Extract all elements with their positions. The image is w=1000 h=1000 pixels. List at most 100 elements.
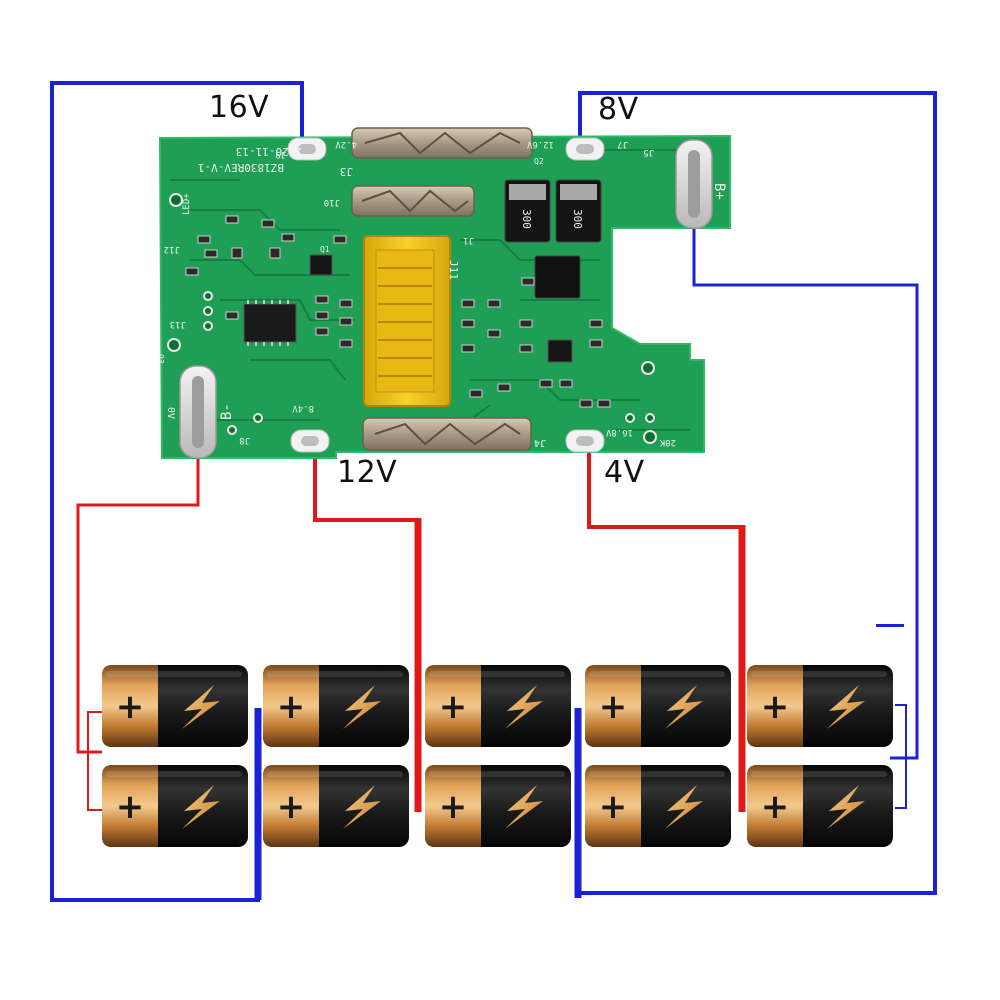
cell-copper-end: [263, 765, 319, 847]
silk-q3: Q3: [156, 354, 165, 364]
cell-plus-symbol: +: [277, 787, 306, 827]
silk-4v2: 4.2V: [335, 139, 357, 149]
ic-small-right: [547, 339, 573, 363]
cell-highlight: [429, 671, 565, 677]
yellow-connector-j11: [363, 235, 451, 407]
cell-copper-end: [425, 765, 481, 847]
cell-highlight: [589, 671, 725, 677]
minus-marker: [876, 624, 904, 627]
cell-plus-symbol: +: [439, 687, 468, 727]
battery-cell: +: [585, 665, 731, 747]
battery-cell: +: [585, 765, 731, 847]
bms-board: 300 300: [156, 127, 731, 459]
mosfet-lower: [534, 255, 581, 299]
cell-highlight: [589, 771, 725, 777]
lightning-bolt-icon: [182, 785, 220, 829]
mosfet-right-mark: 300: [571, 209, 584, 229]
connector-j4-clip: [362, 417, 532, 451]
silk-model: BZ1830REV-V-1: [198, 161, 284, 174]
silk-j10: J10: [324, 197, 340, 207]
cell-highlight: [751, 671, 887, 677]
silk-bminus: B-: [219, 403, 235, 420]
pad-16v: [287, 137, 327, 161]
lightning-bolt-icon: [827, 785, 865, 829]
cell-copper-end: [585, 765, 641, 847]
cell-copper-end: [425, 665, 481, 747]
cell-plus-symbol: +: [116, 787, 145, 827]
red-wire-12v: [313, 448, 418, 522]
silk-q1: Q1: [320, 245, 330, 254]
lightning-bolt-icon: [505, 685, 543, 729]
battery-cell: +: [263, 765, 409, 847]
connector-j10-clip: [351, 185, 475, 217]
cell-highlight: [106, 671, 242, 677]
cell-copper-end: [747, 765, 803, 847]
lightning-bolt-icon: [665, 685, 703, 729]
silk-j12: J12: [164, 244, 180, 254]
battery-cell: +: [102, 765, 248, 847]
silk-j13: J13: [170, 319, 186, 329]
label-4v: 4V: [604, 455, 645, 490]
silk-bplus: B+: [711, 183, 727, 200]
red-wire-bminus: [76, 455, 200, 754]
silk-j4: J4: [534, 437, 546, 448]
battery-cell: +: [263, 665, 409, 747]
battery-cell: +: [425, 765, 571, 847]
cell-highlight: [267, 771, 403, 777]
cell-plus-symbol: +: [761, 787, 790, 827]
label-16v: 16V: [209, 90, 270, 125]
silk-q2: Q2: [534, 157, 544, 166]
cell-parallel-links: [87, 704, 907, 811]
ic-small-left: [309, 254, 333, 276]
mosfet-left: 300: [504, 179, 551, 243]
label-8v: 8V: [598, 92, 639, 127]
lightning-bolt-icon: [665, 785, 703, 829]
cell-plus-symbol: +: [439, 787, 468, 827]
cell-highlight: [429, 771, 565, 777]
silk-j1: J1: [463, 235, 474, 245]
cell-highlight: [106, 771, 242, 777]
cell-plus-symbol: +: [116, 687, 145, 727]
pad-bminus: [179, 365, 217, 459]
lightning-bolt-icon: [505, 785, 543, 829]
pad-8v: [565, 137, 605, 161]
lightning-bolt-icon: [827, 685, 865, 729]
silk-j9: J9: [275, 149, 286, 159]
cell-highlight: [751, 771, 887, 777]
battery-cell: +: [747, 765, 893, 847]
cell-copper-end: [747, 665, 803, 747]
battery-cell: +: [102, 665, 248, 747]
red-wire-4v: [587, 448, 742, 529]
battery-cells: + + + + + + + + + +: [102, 665, 893, 847]
pad-bplus: [675, 139, 713, 229]
silk-j11: J11: [447, 260, 460, 280]
cell-copper-end: [102, 765, 158, 847]
silk-date: 2020-11-13: [236, 145, 302, 158]
pad-4v: [565, 429, 605, 453]
silk-8v4: 8.4V: [292, 403, 314, 413]
silk-12v6: 12.6V: [526, 139, 554, 149]
battery-cell: +: [425, 665, 571, 747]
mosfet-right: 300: [555, 179, 602, 243]
silk-j6: J6: [593, 437, 604, 447]
cell-plus-symbol: +: [599, 787, 628, 827]
mosfet-left-mark: 300: [520, 209, 533, 229]
battery-cell: +: [747, 665, 893, 747]
cell-plus-symbol: +: [761, 687, 790, 727]
cell-plus-symbol: +: [599, 687, 628, 727]
cell-plus-symbol: +: [277, 687, 306, 727]
cell-copper-end: [263, 665, 319, 747]
silk-0v: 0V: [165, 407, 176, 419]
silk-20k: 20K: [659, 437, 676, 447]
lightning-bolt-icon: [182, 685, 220, 729]
main-ic: [243, 300, 297, 346]
cell-copper-end: [585, 665, 641, 747]
silk-j3: J3: [340, 165, 353, 178]
lightning-bolt-icon: [343, 785, 381, 829]
connector-j3-clip: [351, 127, 533, 159]
silk-j8: J8: [239, 435, 250, 445]
pad-12v: [290, 429, 330, 453]
silk-led: LED+: [182, 193, 192, 215]
smd-components: [185, 215, 611, 408]
